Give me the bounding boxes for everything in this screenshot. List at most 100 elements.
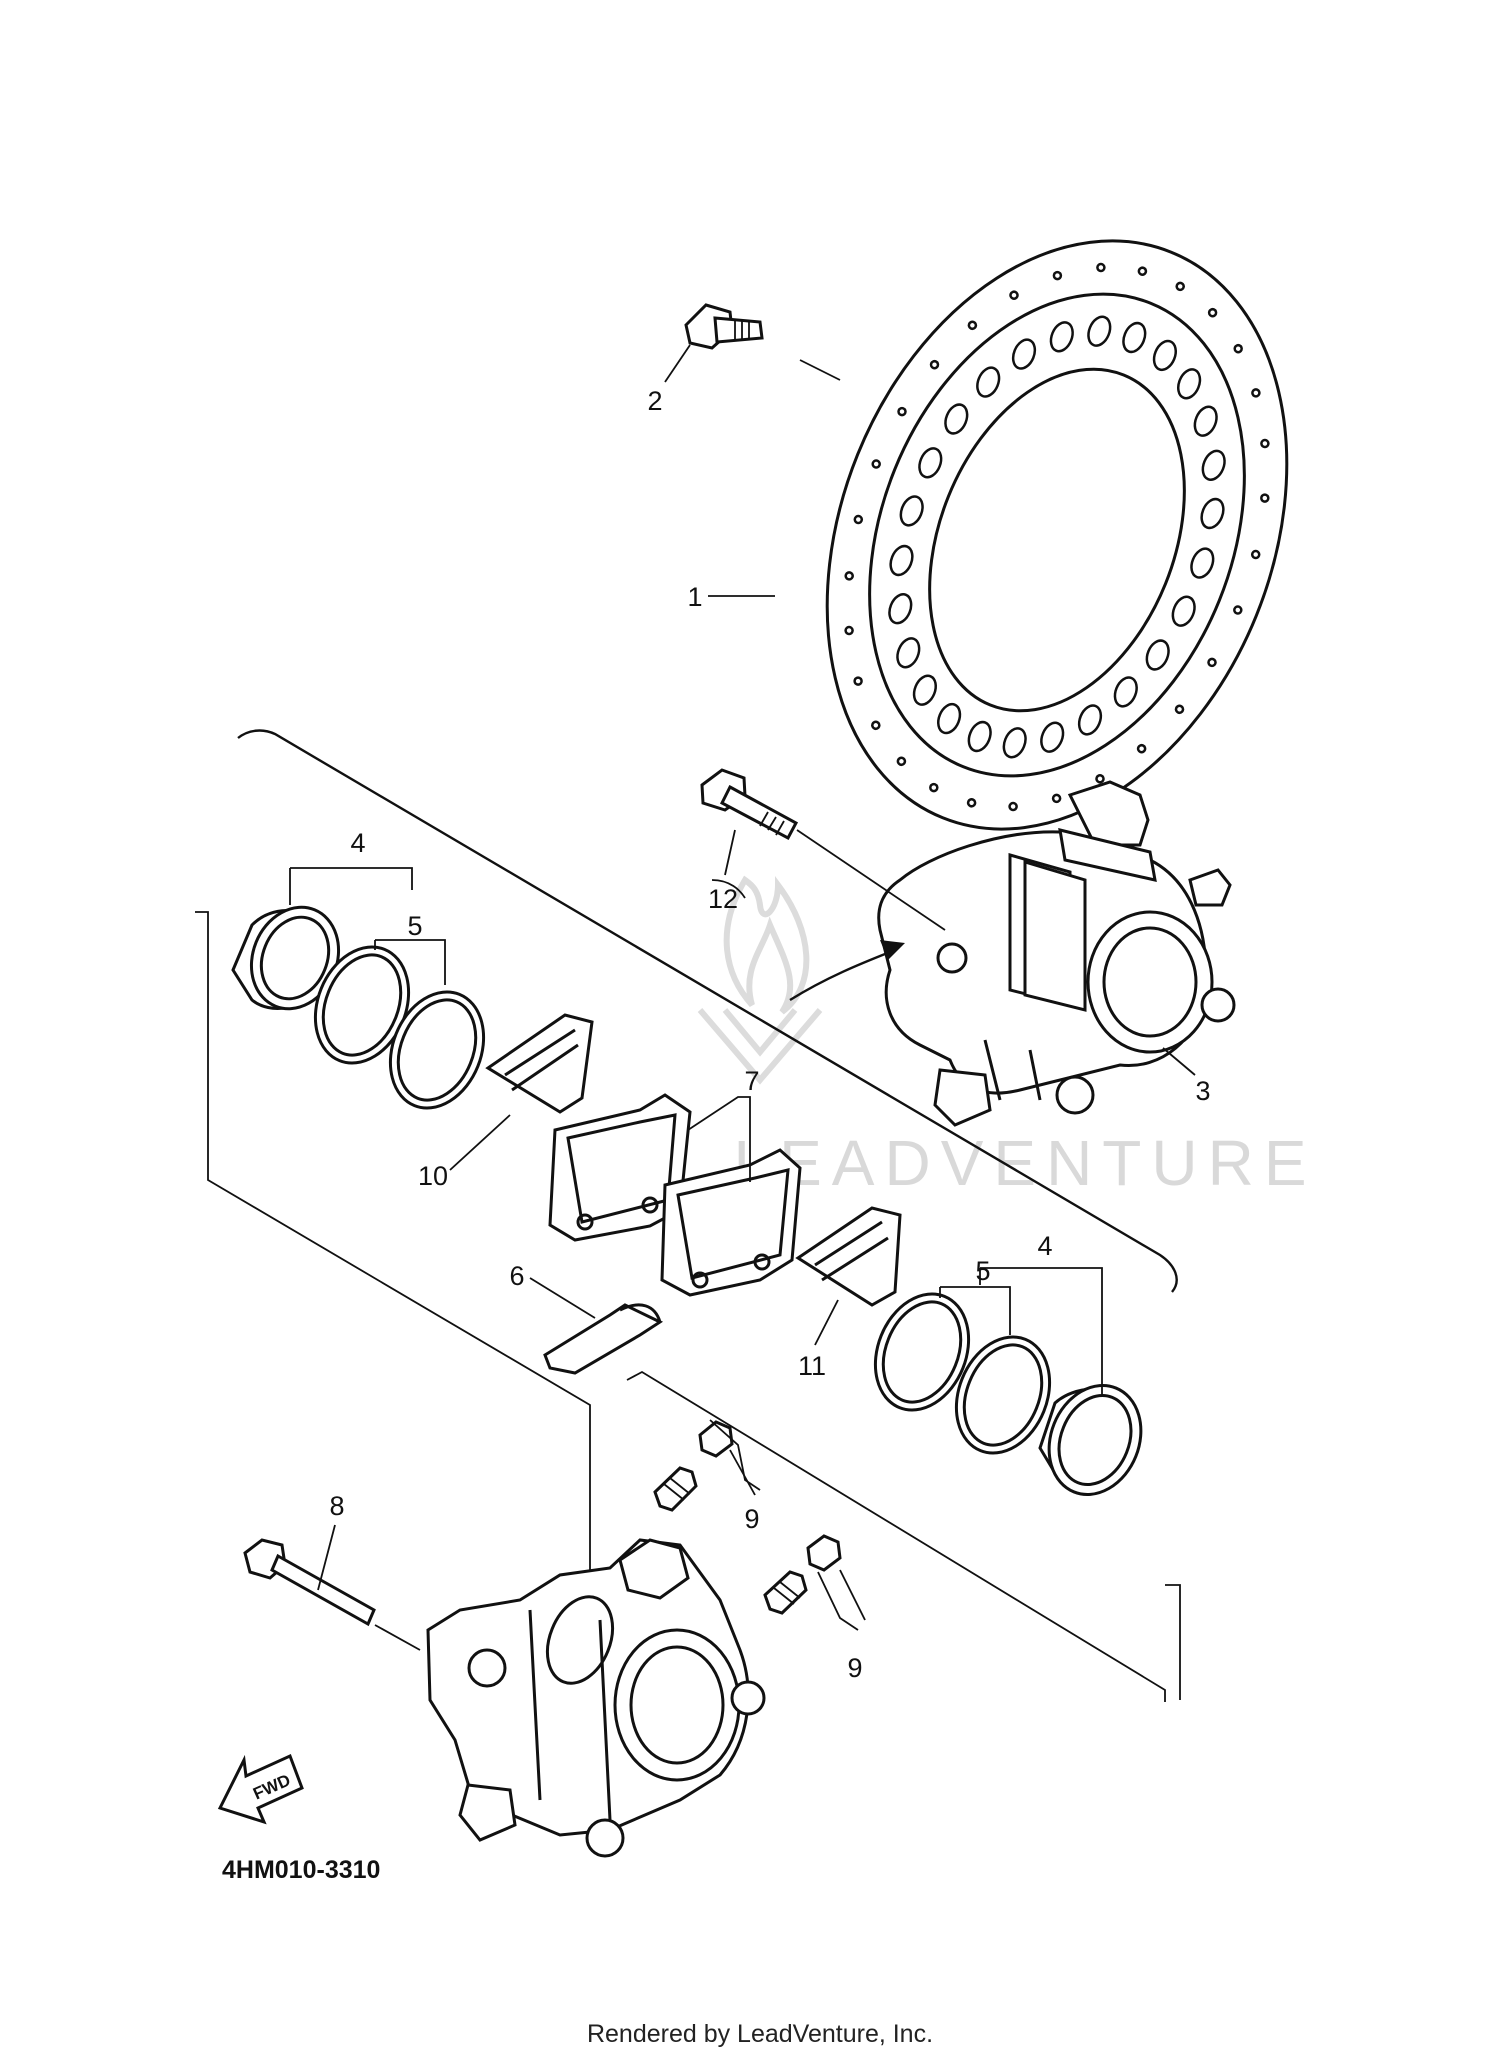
disc-hole [1250, 549, 1261, 560]
disc-hole [1171, 595, 1196, 627]
disc-hole [929, 359, 940, 370]
caliper-assembly [877, 780, 1236, 1127]
disc-hole [1145, 639, 1170, 671]
svg-text:12: 12 [708, 884, 738, 914]
callout-4-right: 4 [979, 1231, 1103, 1395]
svg-text:7: 7 [744, 1066, 759, 1096]
callout-9-top: 9 [744, 1504, 759, 1534]
svg-text:9: 9 [744, 1504, 759, 1534]
svg-text:2: 2 [647, 386, 662, 416]
callout-5-left: 5 [374, 911, 446, 985]
disc-bolt [684, 303, 764, 350]
seals-right [873, 1292, 1052, 1455]
disc-hole [1193, 405, 1218, 437]
disc-hole [1122, 321, 1147, 354]
disc-hole [1200, 497, 1225, 530]
callout-3: 3 [1162, 1047, 1211, 1106]
fwd-arrow-icon [217, 1753, 304, 1825]
disc-hole [1008, 801, 1018, 812]
group-frame [195, 729, 1181, 1702]
callout-5-right: 5 [939, 1256, 1011, 1335]
svg-text:1: 1 [687, 582, 702, 612]
disc-hole [871, 459, 881, 469]
disc-hole [1260, 438, 1270, 449]
disc-vent-holes [844, 262, 1270, 812]
disc-hole [871, 720, 881, 731]
callout-labels: 1 2 3 4 4 5 5 6 [289, 344, 1211, 1683]
pad-spring-right [795, 1206, 902, 1307]
disc-hole [976, 366, 1001, 398]
flow-arrowhead-icon [880, 940, 905, 960]
callout-9-bottom: 9 [847, 1653, 862, 1683]
svg-text:8: 8 [329, 1491, 344, 1521]
diagram-code: 4HM010-3310 [222, 1856, 380, 1884]
disc-hole [1177, 368, 1202, 400]
leader-lines [374, 359, 946, 1651]
disc-hole [896, 637, 921, 669]
caliper-body [426, 1538, 766, 1858]
disc-hole [1201, 449, 1226, 481]
pad-spring-left [485, 1013, 594, 1114]
svg-text:3: 3 [1195, 1076, 1210, 1106]
watermark: LEADVENTURE [697, 875, 1317, 1199]
disc-hole [889, 544, 914, 577]
disc-hole [1233, 343, 1243, 354]
disc-hole [1087, 315, 1112, 347]
disc-hole [896, 756, 907, 767]
disc-hole [1233, 605, 1243, 615]
svg-text:11: 11 [798, 1351, 826, 1381]
brake-pads [548, 1093, 802, 1297]
callout-8: 8 [317, 1491, 345, 1591]
svg-text:6: 6 [509, 1261, 524, 1291]
disc-hole [967, 320, 978, 331]
disc-hole [1190, 547, 1215, 579]
disc-hole [1260, 493, 1270, 503]
disc-hole [1051, 793, 1062, 804]
piston-left [231, 905, 341, 1011]
seals-left [313, 945, 486, 1110]
disc-hole [853, 676, 863, 686]
disc-hole [844, 571, 854, 581]
fwd-arrow: FWD [217, 1753, 304, 1825]
disc-hole [1095, 774, 1105, 784]
svg-text:10: 10 [418, 1161, 448, 1191]
disc-hole [1113, 676, 1138, 708]
svg-text:5: 5 [975, 1256, 990, 1286]
disc-hole [937, 702, 962, 735]
disc-hole [1207, 307, 1218, 318]
disc-hole [1136, 743, 1147, 754]
svg-text:4: 4 [1037, 1231, 1052, 1261]
disc-hole [1009, 290, 1019, 300]
callout-7: 7 [687, 1066, 760, 1182]
caliper-bolt [700, 768, 799, 841]
svg-text:9: 9 [847, 1653, 862, 1683]
pad-support [543, 1303, 664, 1375]
disc-hole [1096, 262, 1106, 273]
disc-hole [1011, 338, 1037, 370]
callout-4-left: 4 [289, 828, 413, 905]
disc-hole [1174, 704, 1185, 715]
watermark-flame-icon [697, 875, 823, 1085]
callout-11: 11 [798, 1299, 839, 1381]
watermark-text: LEADVENTURE [734, 1127, 1317, 1199]
disc-hole [897, 406, 907, 417]
disc-hole [1049, 321, 1074, 353]
callout-12: 12 [708, 829, 738, 914]
svg-text:4: 4 [350, 828, 365, 858]
disc-hole [1052, 270, 1063, 281]
footer-credit: Rendered by LeadVenture, Inc. [587, 2020, 933, 2048]
disc-hole [888, 593, 913, 625]
disc-hole [1077, 704, 1103, 736]
piston-right [1038, 1384, 1143, 1496]
disc-hole [944, 403, 969, 435]
disc-hole [1207, 657, 1217, 668]
disc-hole [1152, 339, 1177, 372]
brake-disc [825, 239, 1289, 831]
callout-10: 10 [418, 1114, 511, 1191]
disc-hole [899, 495, 924, 527]
disc-hole [929, 782, 939, 793]
disc-hole [918, 447, 943, 479]
callout-6: 6 [509, 1261, 596, 1319]
disc-hole [1175, 281, 1185, 292]
